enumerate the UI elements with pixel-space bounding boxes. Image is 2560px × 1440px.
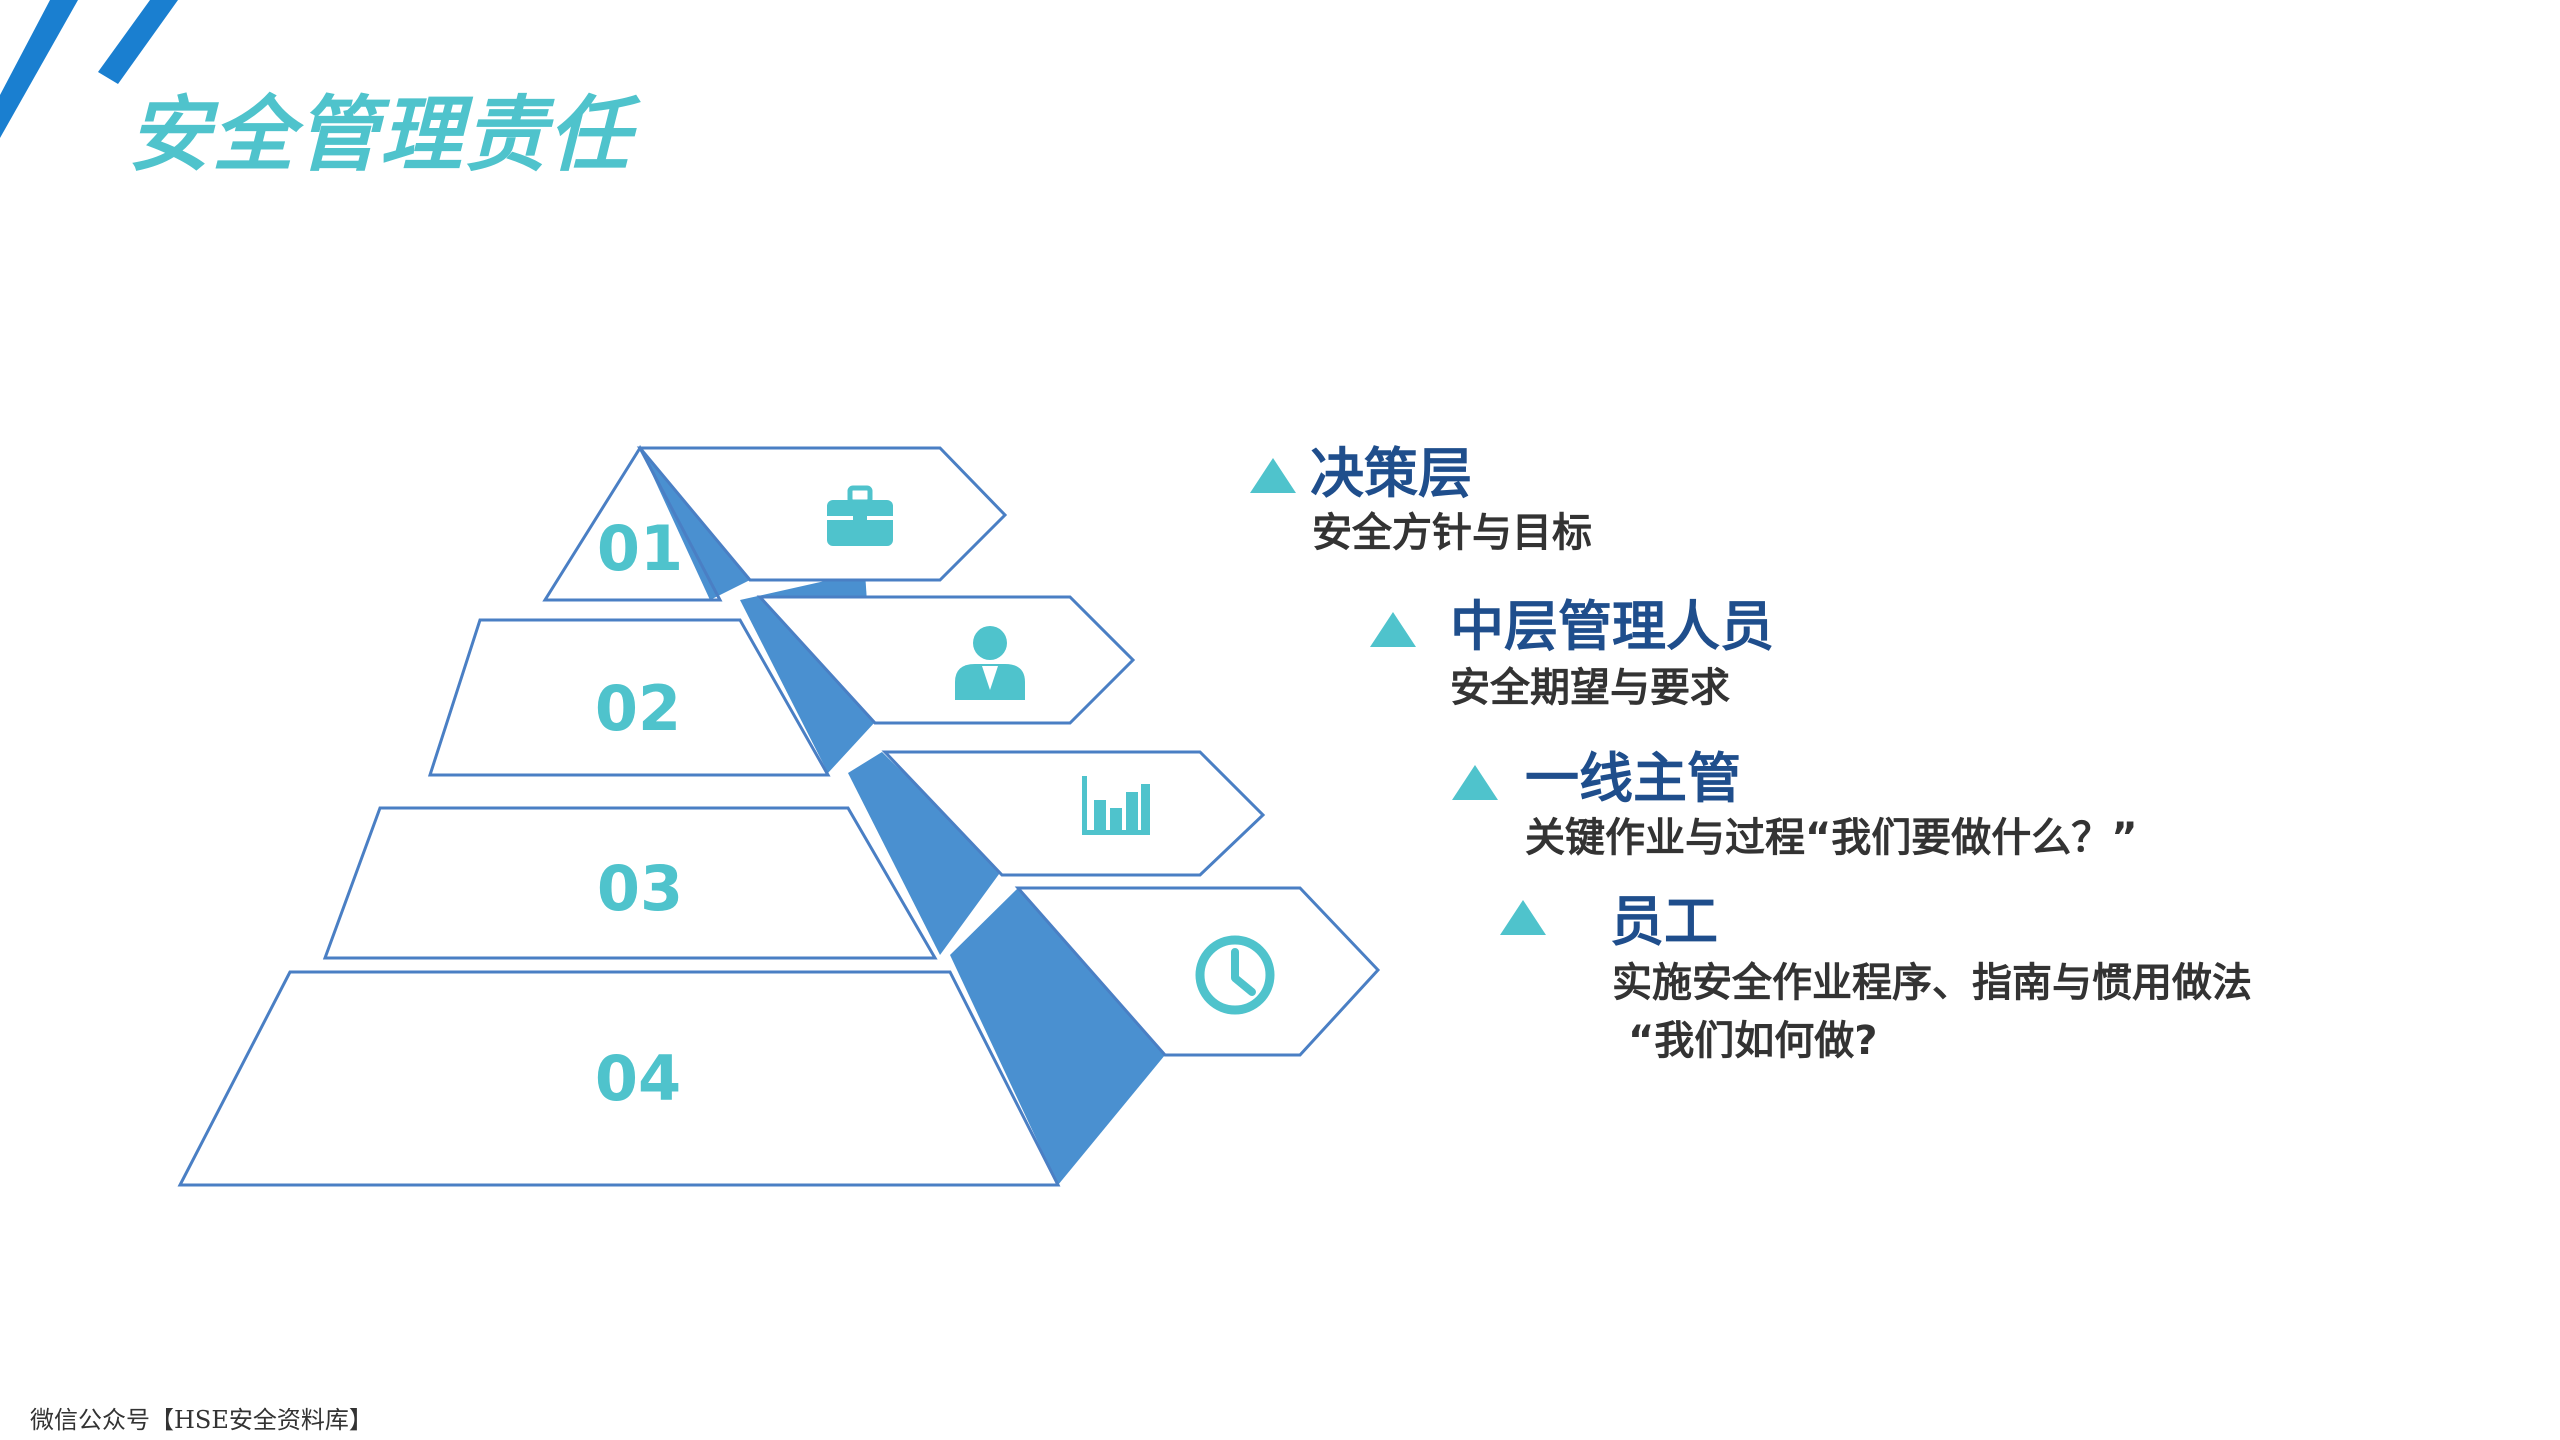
level-number-2: 02 xyxy=(595,672,681,745)
level-title-3: 一线主管 xyxy=(1525,747,1741,810)
pyramid-flags xyxy=(636,446,1381,1057)
triangle-icon xyxy=(1452,765,1498,800)
person-icon xyxy=(955,626,1025,700)
corner-stripes xyxy=(0,0,178,138)
pyramid-levels xyxy=(177,444,1061,1187)
clock-icon xyxy=(1195,935,1275,1015)
level-number-4: 04 xyxy=(595,1042,681,1115)
level-title-4: 员工 xyxy=(1610,890,1718,953)
level-desc-4: 实施安全作业程序、指南与惯用做法 xyxy=(1612,960,2252,1006)
level-desc-3: 关键作业与过程“我们要做什么？” xyxy=(1525,815,2138,861)
pyramid-level-4 xyxy=(177,970,1061,1187)
triangle-icon xyxy=(1250,458,1296,493)
legend-markers xyxy=(1250,458,1546,935)
level-number-1: 01 xyxy=(597,512,683,585)
footer-note: 微信公众号【HSE安全资料库】 xyxy=(30,1406,373,1434)
triangle-icon xyxy=(1500,900,1546,935)
pyramid-level-2 xyxy=(427,618,831,777)
flag-2 xyxy=(756,595,1136,725)
level-desc-1: 安全方针与目标 xyxy=(1312,510,1592,556)
bar-chart-icon xyxy=(1082,776,1150,835)
page-title: 安全管理责任 xyxy=(128,88,632,183)
level-title-2: 中层管理人员 xyxy=(1450,595,1774,658)
pyramid-level-3 xyxy=(322,806,938,960)
pyramid-level-1 xyxy=(542,444,723,602)
briefcase-icon xyxy=(827,485,893,546)
triangle-icon xyxy=(1370,612,1416,647)
level-title-1: 决策层 xyxy=(1310,442,1472,505)
flag-1 xyxy=(636,446,1008,582)
level-desc-2: 安全期望与要求 xyxy=(1450,665,1730,711)
flag-3 xyxy=(881,750,1266,877)
level-desc-4b: “我们如何做? xyxy=(1628,1018,1878,1064)
level-number-3: 03 xyxy=(597,852,683,925)
